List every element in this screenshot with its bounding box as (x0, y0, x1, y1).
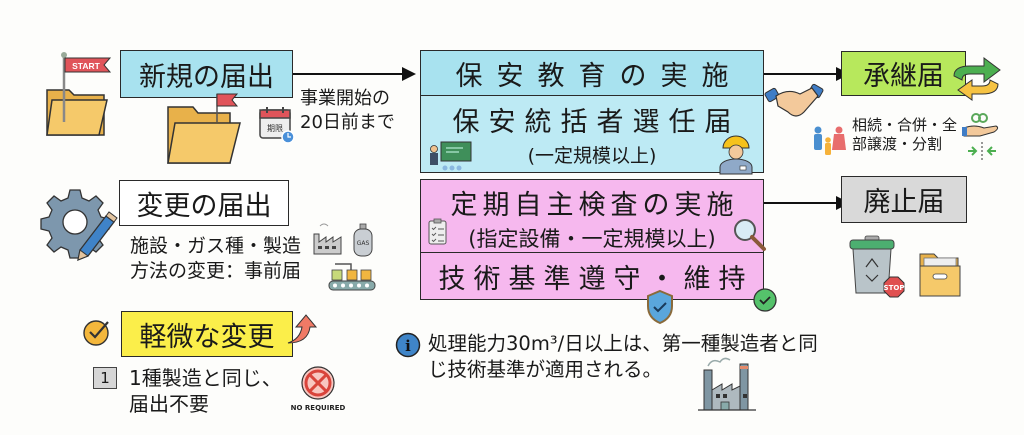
gas-cylinder-icon: GAS (353, 223, 373, 257)
factory-small-icon (313, 223, 342, 255)
clipboard-checklist-icon (428, 218, 447, 245)
deadline-note: 事業開始の 20日前まで (300, 88, 395, 133)
inspection-note: (指定設備・一定規模以上) (468, 227, 716, 251)
worker-helmet-icon (719, 135, 753, 175)
abolition-title: 廃止届 (863, 187, 945, 218)
curved-up-arrow-icon (287, 314, 318, 344)
new-filing-title: 新規の届出 (139, 61, 274, 93)
tech-standard-box: 技術基準遵守・維持 (420, 252, 764, 300)
new-filing-box: 新規の届出 (120, 50, 293, 98)
number-badge: 1 (93, 367, 117, 389)
abolition-box: 廃止届 (841, 176, 967, 223)
file-box-icon (919, 253, 961, 297)
arrow-inspection-to-abolition (764, 202, 838, 204)
shield-check-icon (647, 289, 673, 325)
inspection-title: 定期自主検査の実施 (450, 190, 739, 221)
teacher-board-icon (430, 141, 472, 171)
svg-text:期限: 期限 (267, 124, 283, 133)
minor-change-box: 軽微な変更 (121, 311, 293, 357)
svg-text:START: START (72, 61, 101, 71)
recycle-bin-stop-icon: STOP (849, 235, 905, 298)
info-note: 処理能力30m³/日以上は、第一種製造者と同 じ技術基準が適用される。 (428, 332, 818, 381)
safety-education-title: 保安教育の実施 (455, 60, 743, 92)
safety-education-box: 保安教育の実施 (420, 50, 764, 96)
arrow-new-to-safety (293, 73, 403, 75)
orange-check-icon (83, 320, 109, 346)
change-filing-note: 施設・ガス種・製造 方法の変更：事前届 (130, 235, 302, 282)
hand-rings-icon (962, 113, 999, 160)
not-required-icon: NO REQUIRED (291, 366, 346, 412)
folder-flag-icon (167, 93, 241, 164)
start-folder-icon: START (46, 52, 112, 136)
change-filing-title: 変更の届出 (136, 190, 272, 222)
succession-note: 相続・合併・全 部譲渡・分割 (852, 116, 958, 153)
minor-change-note: 1種製造と同じ、 届出不要 (129, 366, 282, 416)
arrow-head (402, 67, 416, 81)
svg-text:GAS: GAS (357, 240, 370, 247)
svg-text:NO REQUIRED: NO REQUIRED (291, 404, 346, 412)
tech-standard-title: 技術基準遵守・維持 (438, 263, 754, 295)
exchange-arrows-icon (953, 57, 1001, 101)
green-check-icon (753, 288, 777, 312)
safety-supervisor-box: 保安統括者選任届 (一定規模以上) (420, 95, 764, 173)
calendar-deadline-icon: 期限 (259, 107, 295, 144)
minor-change-title: 軽微な変更 (139, 321, 275, 353)
arrow-safety-to-succession (764, 73, 838, 75)
safety-supervisor-title: 保安統括者選任届 (452, 107, 741, 138)
info-icon: i (395, 332, 421, 358)
succession-title: 承継届 (863, 61, 944, 92)
svg-text:i: i (405, 337, 411, 355)
safety-supervisor-note: (一定規模以上) (527, 145, 657, 167)
change-filing-box: 変更の届出 (119, 180, 289, 226)
svg-text:STOP: STOP (884, 284, 905, 292)
factory-chimney-icon (698, 357, 756, 411)
family-icon (814, 126, 846, 155)
gear-pencil-icon (40, 189, 118, 262)
inspection-box: 定期自主検査の実施 (指定設備・一定規模以上) (420, 179, 764, 253)
conveyor-icon (328, 263, 376, 291)
handshake-icon (764, 83, 824, 117)
magnifier-icon (734, 219, 766, 251)
succession-box: 承継届 (841, 51, 966, 96)
